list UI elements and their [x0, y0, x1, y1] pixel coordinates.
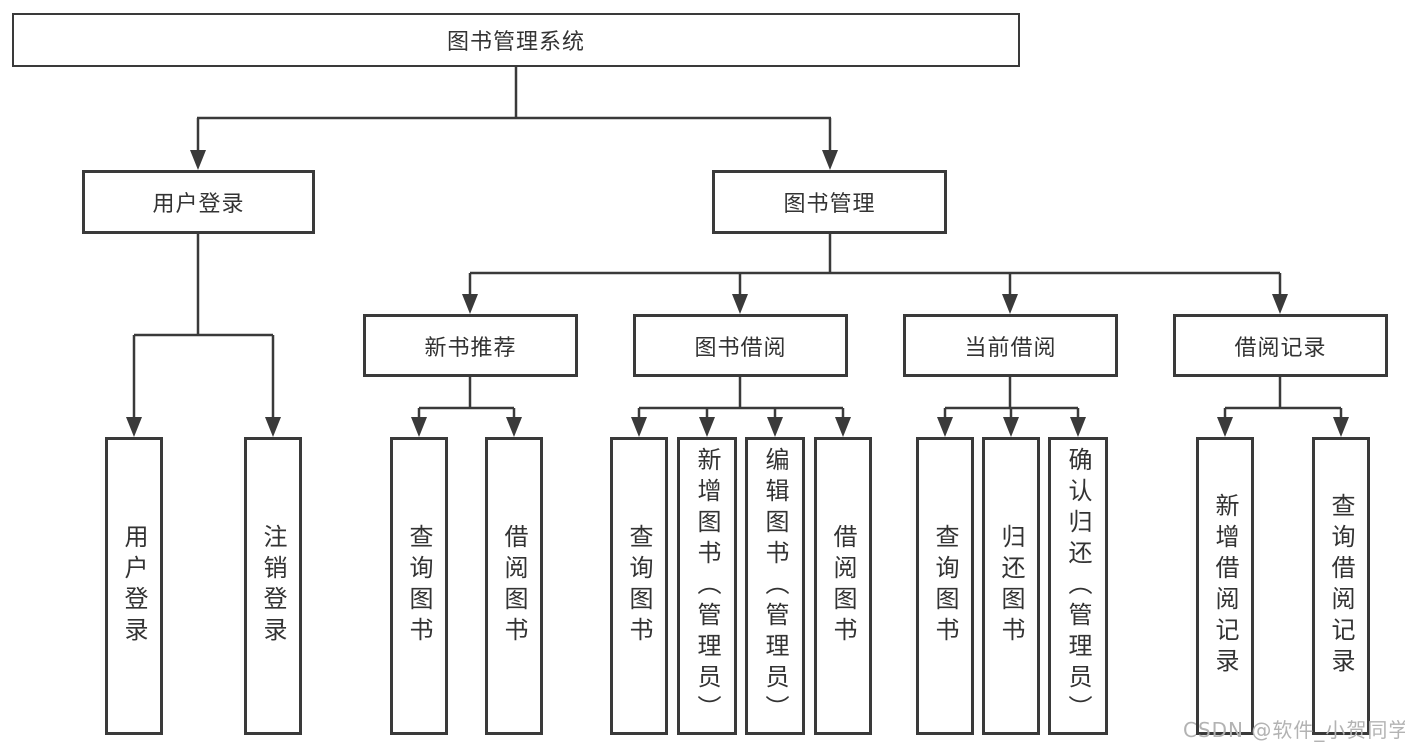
- arrowhead-leaf-add-record: [1217, 417, 1233, 437]
- node-label: 归还图书: [997, 524, 1025, 648]
- node-label: 确认归还（管理员）: [1064, 446, 1092, 726]
- node-leaf-logout: 注销登录: [244, 437, 302, 735]
- node-label: 借阅图书: [829, 524, 857, 648]
- node-leaf-borrow-book-1: 借阅图书: [485, 437, 543, 735]
- node-new-book-recommend: 新书推荐: [363, 314, 578, 377]
- connector-new-books-branch: [417, 377, 516, 418]
- node-label: 借阅记录: [1234, 335, 1327, 361]
- node-label: 图书管理: [783, 192, 876, 217]
- node-leaf-query-books-2: 查询图书: [610, 437, 668, 735]
- node-leaf-query-books-1: 查询图书: [390, 437, 448, 735]
- node-user-login: 用户登录: [82, 170, 315, 234]
- node-book-mgmt: 图书管理: [712, 170, 947, 234]
- node-label: 新增图书（管理员）: [693, 446, 721, 726]
- node-label: 注销登录: [259, 524, 287, 648]
- node-label: 借阅图书: [500, 524, 528, 648]
- node-root: 图书管理系统: [12, 13, 1020, 67]
- node-leaf-query-borrow-record: 查询借阅记录: [1312, 437, 1370, 735]
- node-leaf-add-borrow-record: 新增借阅记录: [1196, 437, 1254, 735]
- connector-current-borrow-branch: [943, 377, 1080, 418]
- arrowhead-leaf-query-books-3: [937, 417, 953, 437]
- node-label: 查询图书: [931, 524, 959, 648]
- arrowhead-leaf-return-book: [1003, 417, 1019, 437]
- node-label: 查询图书: [405, 524, 433, 648]
- connector-root-split: [196, 67, 832, 151]
- arrowhead-user-login: [190, 150, 206, 170]
- node-label: 查询图书: [625, 524, 653, 648]
- arrowhead-book-borrow: [732, 294, 748, 314]
- arrowhead-leaf-query-books-2: [631, 417, 647, 437]
- node-label: 编辑图书（管理员）: [761, 446, 789, 726]
- node-leaf-user-login: 用户登录: [105, 437, 163, 735]
- node-label: 图书借阅: [694, 335, 787, 361]
- node-current-borrow: 当前借阅: [903, 314, 1118, 377]
- node-label: 用户登录: [120, 524, 148, 648]
- watermark: CSDN @软件_小贺同学: [1183, 718, 1405, 742]
- node-label: 查询借阅记录: [1327, 493, 1355, 679]
- arrowhead-leaf-user-login: [126, 417, 142, 437]
- arrowhead-leaf-query-books-1: [411, 417, 427, 437]
- arrowhead-new-book-recommend: [462, 294, 478, 314]
- arrowhead-leaf-logout: [265, 417, 281, 437]
- node-label: 图书管理系统: [446, 30, 585, 55]
- arrowhead-leaf-add-book: [699, 417, 715, 437]
- connector-user-login-branch: [132, 234, 275, 418]
- node-leaf-query-books-3: 查询图书: [916, 437, 974, 735]
- node-leaf-borrow-book-2: 借阅图书: [814, 437, 872, 735]
- node-leaf-edit-book-admin: 编辑图书（管理员）: [745, 437, 805, 735]
- node-label: 用户登录: [152, 192, 245, 217]
- arrowhead-leaf-borrow-book-1: [506, 417, 522, 437]
- connector-book-borrow-branch: [637, 377, 845, 418]
- node-borrow-records: 借阅记录: [1173, 314, 1388, 377]
- arrowhead-book-mgmt: [822, 150, 838, 170]
- node-leaf-add-book-admin: 新增图书（管理员）: [677, 437, 737, 735]
- arrowhead-borrow-records: [1272, 294, 1288, 314]
- arrowhead-leaf-borrow-book-2: [835, 417, 851, 437]
- node-leaf-confirm-return-admin: 确认归还（管理员）: [1048, 437, 1108, 735]
- node-leaf-return-book: 归还图书: [982, 437, 1040, 735]
- node-label: 新增借阅记录: [1211, 493, 1239, 679]
- node-label: 当前借阅: [964, 335, 1057, 361]
- node-label: 新书推荐: [424, 335, 517, 361]
- node-book-borrow: 图书借阅: [633, 314, 848, 377]
- arrowhead-leaf-confirm-return: [1070, 417, 1086, 437]
- connector-book-mgmt-branch: [468, 234, 1282, 295]
- arrowhead-current-borrow: [1002, 294, 1018, 314]
- arrowhead-leaf-edit-book: [767, 417, 783, 437]
- arrowhead-leaf-query-record: [1333, 417, 1349, 437]
- connector-borrow-records-branch: [1223, 377, 1343, 418]
